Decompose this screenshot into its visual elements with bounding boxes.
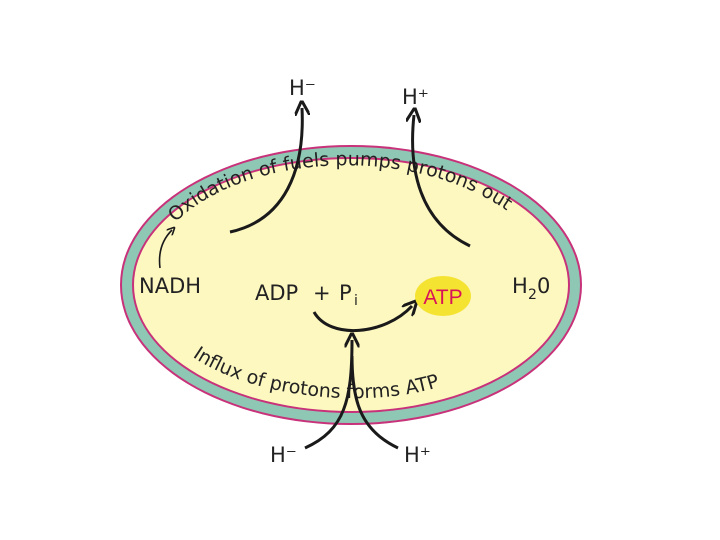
proton-in-right-label: H⁺ — [404, 443, 431, 467]
proton-out-left-label: H⁻ — [289, 76, 316, 100]
plus-sign: + — [313, 281, 331, 305]
pi-label: P — [339, 281, 352, 305]
proton-in-left-label: H⁻ — [270, 443, 297, 467]
adp-label: ADP — [255, 281, 298, 305]
water-h-label: H — [512, 274, 528, 298]
pi-subscript: i — [354, 293, 358, 309]
water-o-label: 0 — [537, 274, 550, 298]
proton-out-right-label: H⁺ — [402, 85, 429, 109]
water-subscript: 2 — [528, 287, 537, 303]
atp-label: ATP — [423, 286, 462, 309]
nadh-label: NADH — [139, 274, 201, 298]
